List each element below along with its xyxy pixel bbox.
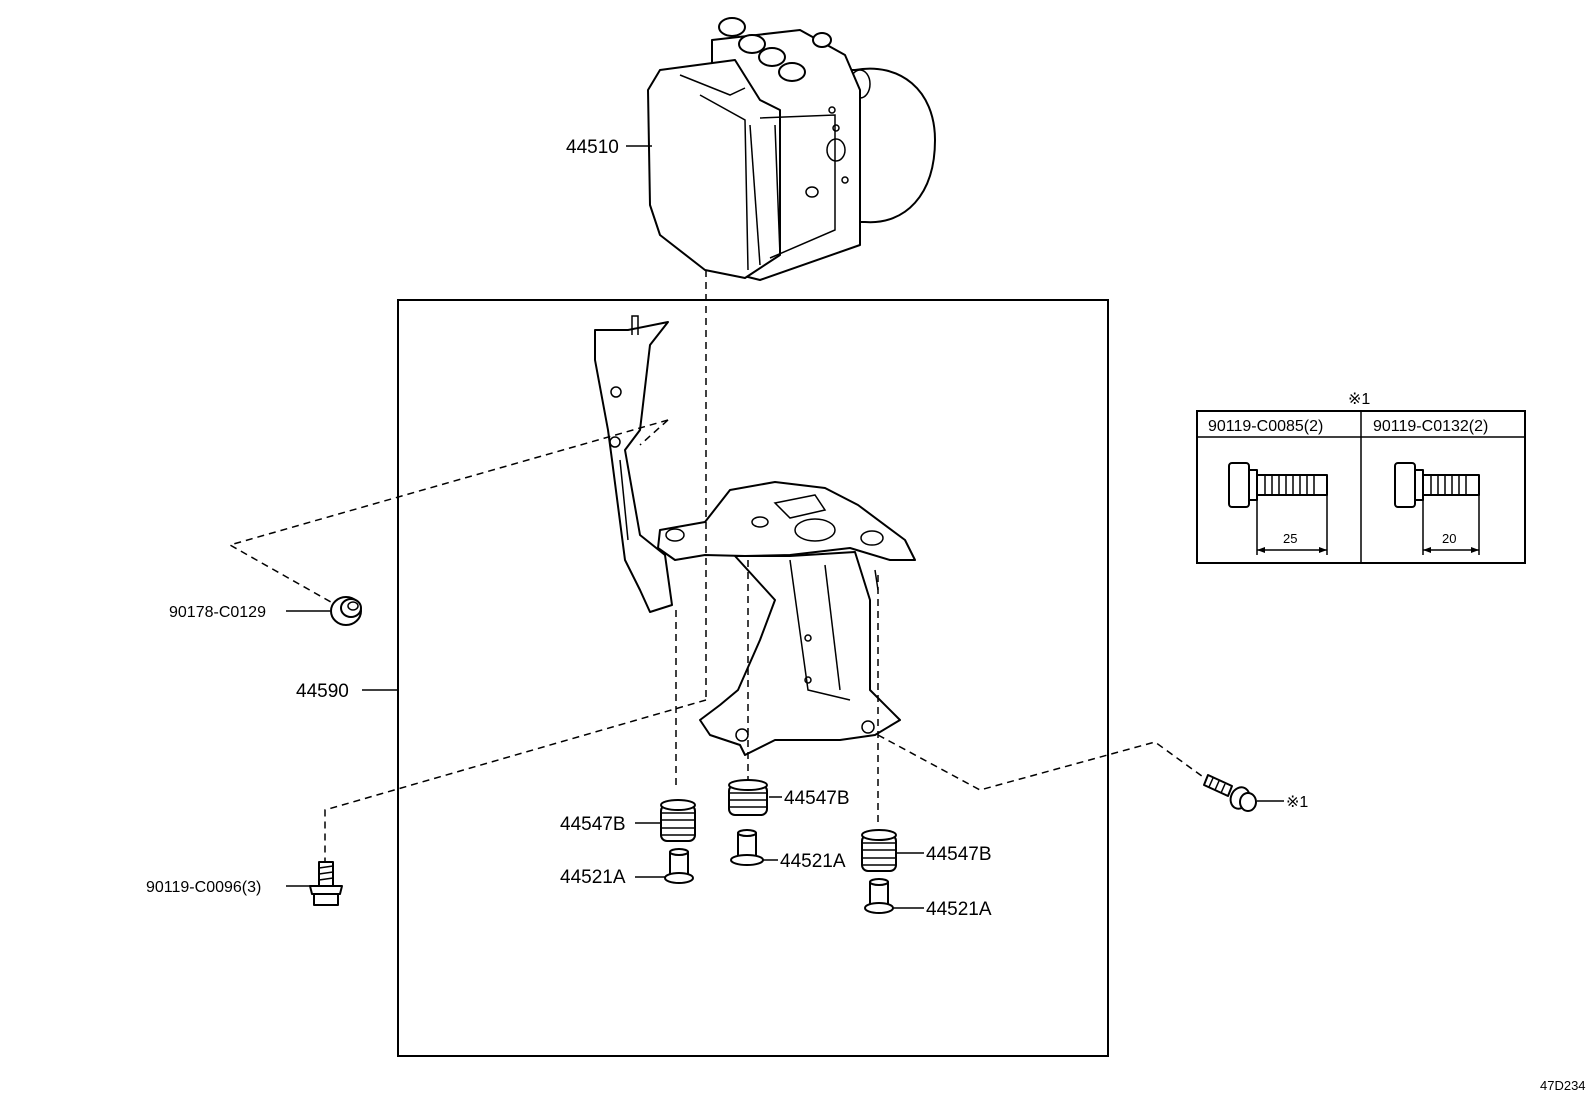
label-bracket-assy: 44590 — [296, 681, 349, 702]
diagram-code: 47D234 — [1540, 1078, 1586, 1093]
inset-mark: ※1 — [1348, 391, 1370, 408]
cushion-icon[interactable] — [861, 829, 897, 872]
cushion-icon[interactable] — [728, 779, 768, 816]
collar-icon[interactable] — [730, 829, 764, 866]
flange-bolt-icon[interactable] — [1203, 774, 1257, 812]
inset-col1-header: 90119-C0085(2) — [1208, 418, 1323, 435]
label-bolt-main: 90119-C0096(3) — [146, 879, 261, 896]
inset-col2-length: 20 — [1442, 531, 1456, 546]
inset-col1-length: 25 — [1283, 531, 1297, 546]
flange-bolt-icon — [1228, 462, 1328, 555]
label-cushion-right: 44547B — [926, 844, 992, 865]
bolt-inset-table: ※1 90119-C0085(2) 90119-C0132(2) 25 20 — [1196, 391, 1526, 564]
inset-col2-header: 90119-C0132(2) — [1373, 418, 1488, 435]
abs-actuator-icon[interactable] — [647, 17, 936, 281]
flange-nut-icon[interactable] — [330, 596, 362, 626]
bracket-icon[interactable] — [594, 315, 916, 756]
label-cushion-center: 44547B — [784, 788, 850, 809]
leader-lines — [286, 145, 1284, 909]
label-collar-center: 44521A — [780, 851, 846, 872]
collar-icon[interactable] — [864, 878, 894, 914]
label-cushion-left: 44547B — [560, 814, 626, 835]
cushion-icon[interactable] — [660, 799, 696, 842]
label-nut: 90178-C0129 — [169, 604, 266, 621]
assembly-lines — [228, 270, 1211, 862]
label-ref-bolt-mark: ※1 — [1286, 794, 1308, 811]
label-collar-right: 44521A — [926, 899, 992, 920]
flange-bolt-icon — [1394, 462, 1480, 555]
flange-bolt-icon[interactable] — [309, 861, 343, 906]
bracket-assembly-frame — [397, 299, 1109, 1057]
label-abs-actuator: 44510 — [566, 137, 619, 158]
collar-icon[interactable] — [664, 848, 694, 884]
label-collar-left: 44521A — [560, 867, 626, 888]
